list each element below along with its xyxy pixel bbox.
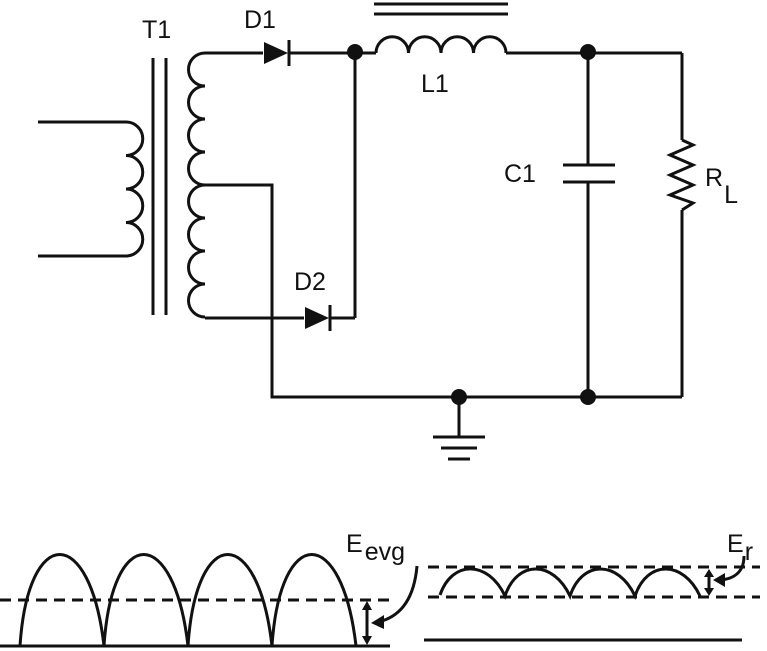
resistor-zigzag <box>665 138 697 212</box>
wire-center-tap <box>205 183 682 399</box>
left-rectified-pulses <box>18 553 358 647</box>
resistor-rl <box>665 138 697 212</box>
eavg-arrow-down <box>362 636 372 645</box>
junction-c1-bottom <box>580 389 596 405</box>
transformer-t1 <box>38 51 206 319</box>
eavg-arrow-up <box>362 601 372 610</box>
diode-d1 <box>264 40 291 66</box>
eavg-label-subscript: evg <box>365 538 405 566</box>
full-wave-waveform <box>0 553 419 648</box>
filtered-waveform <box>424 555 760 642</box>
inductor-l1 <box>374 2 508 54</box>
diode-d2-triangle <box>305 307 329 329</box>
er-label-main: E <box>727 530 744 558</box>
l1-label: L1 <box>421 70 449 98</box>
er-label: Er <box>727 530 753 566</box>
primary-coil <box>125 120 145 258</box>
diode-d1-triangle <box>264 42 288 64</box>
circuit-wires <box>205 51 684 436</box>
junction-ground <box>451 389 467 405</box>
junction-dots <box>347 44 596 405</box>
inductor-coil <box>374 35 508 54</box>
eavg-leader-curve <box>377 565 419 624</box>
junction-c1-top <box>580 44 596 60</box>
secondary-coil <box>187 51 206 319</box>
eavg-label: Eevg <box>346 530 405 566</box>
er-leader-arrowhead <box>713 573 725 587</box>
junction-node-top <box>347 44 363 60</box>
d2-label: D2 <box>294 268 326 296</box>
rl-label-main: R <box>705 164 723 192</box>
c1-label: C1 <box>504 160 536 188</box>
diode-d2 <box>305 305 332 331</box>
d1-label: D1 <box>244 6 276 34</box>
rl-label-subscript: L <box>724 181 738 209</box>
eavg-label-main: E <box>346 530 363 558</box>
capacitor-c1 <box>563 163 615 184</box>
er-label-subscript: r <box>745 538 753 566</box>
ground-symbol <box>433 435 485 461</box>
eavg-leader-arrowhead <box>371 615 384 629</box>
rl-label: RL <box>705 164 738 209</box>
right-ripple-wave <box>438 567 702 601</box>
er-arrow-up <box>704 569 714 577</box>
er-arrow-down <box>704 588 714 596</box>
t1-label: T1 <box>142 16 171 44</box>
